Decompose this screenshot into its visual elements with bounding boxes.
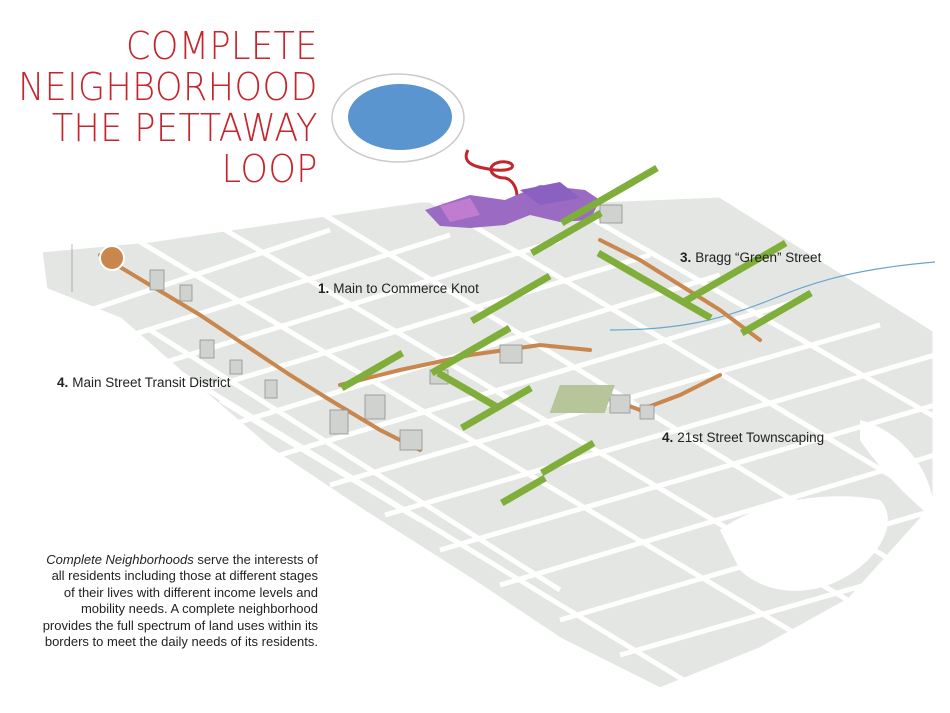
label-number: 4.	[662, 430, 674, 445]
title-line-3: THE PETTAWAY	[51, 106, 318, 150]
description-body: serve the interests of all residents inc…	[42, 552, 318, 650]
label-number: 3.	[680, 250, 692, 265]
red-ribbon-art	[464, 149, 519, 206]
tree-rows	[339, 165, 813, 507]
creek-line	[609, 261, 936, 331]
stadium-pond	[331, 73, 465, 163]
buildings	[149, 204, 655, 451]
title-line-4: LOOP	[221, 147, 318, 191]
park-forms	[720, 420, 935, 591]
label-text: Main Street Transit District	[72, 375, 231, 390]
label-21st-street: 4.21st Street Townscaping	[662, 430, 824, 445]
label-main-street-transit: 4.Main Street Transit District	[57, 375, 231, 390]
description-lead: Complete Neighborhoods	[46, 552, 194, 567]
label-number: 4.	[57, 375, 69, 390]
label-text: 21st Street Townscaping	[677, 430, 825, 445]
description-text: Complete Neighborhoods serve the interes…	[40, 552, 318, 650]
label-text: Main to Commerce Knot	[333, 281, 479, 296]
label-number: 1.	[318, 281, 330, 296]
map-title: COMPLETE NEIGHBORHOOD THE PETTAWAY LOOP	[0, 26, 318, 190]
green-square	[549, 385, 615, 413]
label-bragg-green-street: 3.Bragg “Green” Street	[680, 250, 821, 265]
housing-cluster	[425, 182, 600, 228]
title-line-1: COMPLETE	[126, 24, 318, 68]
title-line-2: NEIGHBORHOOD	[18, 65, 318, 109]
label-main-commerce: 1.Main to Commerce Knot	[318, 281, 479, 296]
label-text: Bragg “Green” Street	[695, 250, 822, 265]
roundabout	[99, 245, 125, 271]
